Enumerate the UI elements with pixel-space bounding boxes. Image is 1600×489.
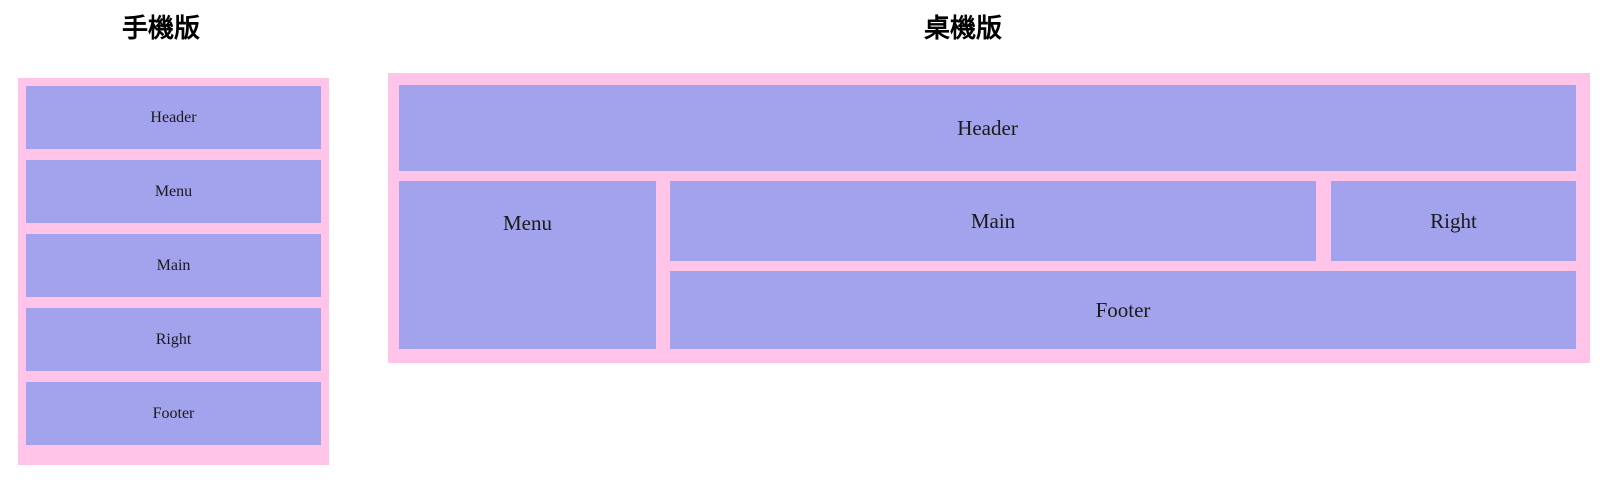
mobile-layout-title: 手機版: [122, 13, 201, 43]
mobile-block-right: Right: [26, 308, 321, 371]
mobile-layout-container: Header Menu Main Right Footer: [18, 78, 329, 465]
desktop-block-menu: Menu: [399, 181, 656, 349]
mobile-block-main: Main: [26, 234, 321, 297]
desktop-layout-title: 桌機版: [924, 13, 1003, 43]
desktop-block-footer: Footer: [670, 271, 1576, 349]
desktop-block-header: Header: [399, 85, 1576, 171]
mobile-block-footer: Footer: [26, 382, 321, 445]
desktop-block-right: Right: [1331, 181, 1576, 261]
mobile-block-header: Header: [26, 86, 321, 149]
desktop-layout-container: Header Menu Main Right Footer: [388, 73, 1590, 363]
mobile-block-menu: Menu: [26, 160, 321, 223]
desktop-block-main: Main: [670, 181, 1316, 261]
